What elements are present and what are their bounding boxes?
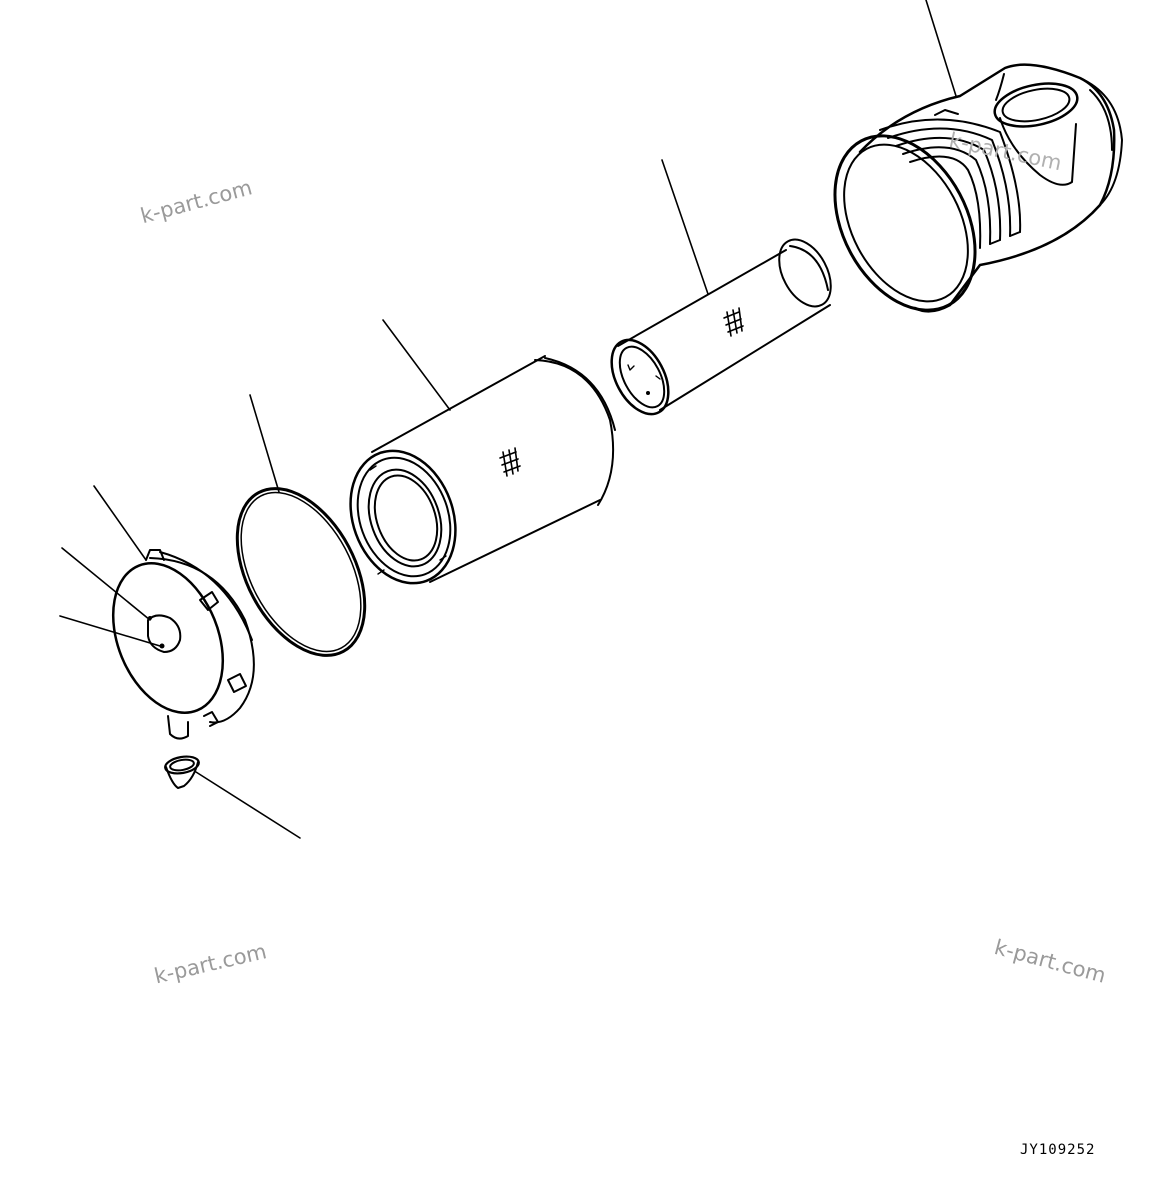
cover-clamp-top (145, 549, 165, 561)
leader-line-o-ring (249, 394, 280, 493)
cover-indicator-mark (147, 614, 182, 653)
drawing-code-label: JY109252 (1020, 1142, 1096, 1158)
dust-evacuator-valve (164, 755, 200, 789)
leader-line-indicator (61, 547, 151, 621)
cover-clamp-bottom-right (227, 673, 247, 693)
cover-clamp-bottom (203, 711, 219, 727)
leader-line-outer-element (382, 319, 451, 411)
o-ring-gasket (235, 487, 367, 657)
outer-filter-element (349, 355, 616, 585)
leader-line-clamp (93, 485, 147, 561)
mesh-symbol (499, 447, 521, 477)
end-cover (111, 549, 255, 740)
leader-line-housing (925, 0, 957, 97)
air-cleaner-housing (833, 63, 1123, 313)
mesh-symbol (723, 307, 744, 337)
inner-safety-element (610, 238, 832, 416)
cover-clamp-right (199, 591, 219, 611)
leader-line-evacuator (195, 771, 301, 839)
leader-line-inner-element (661, 159, 709, 295)
leader-line-cover (59, 615, 161, 647)
